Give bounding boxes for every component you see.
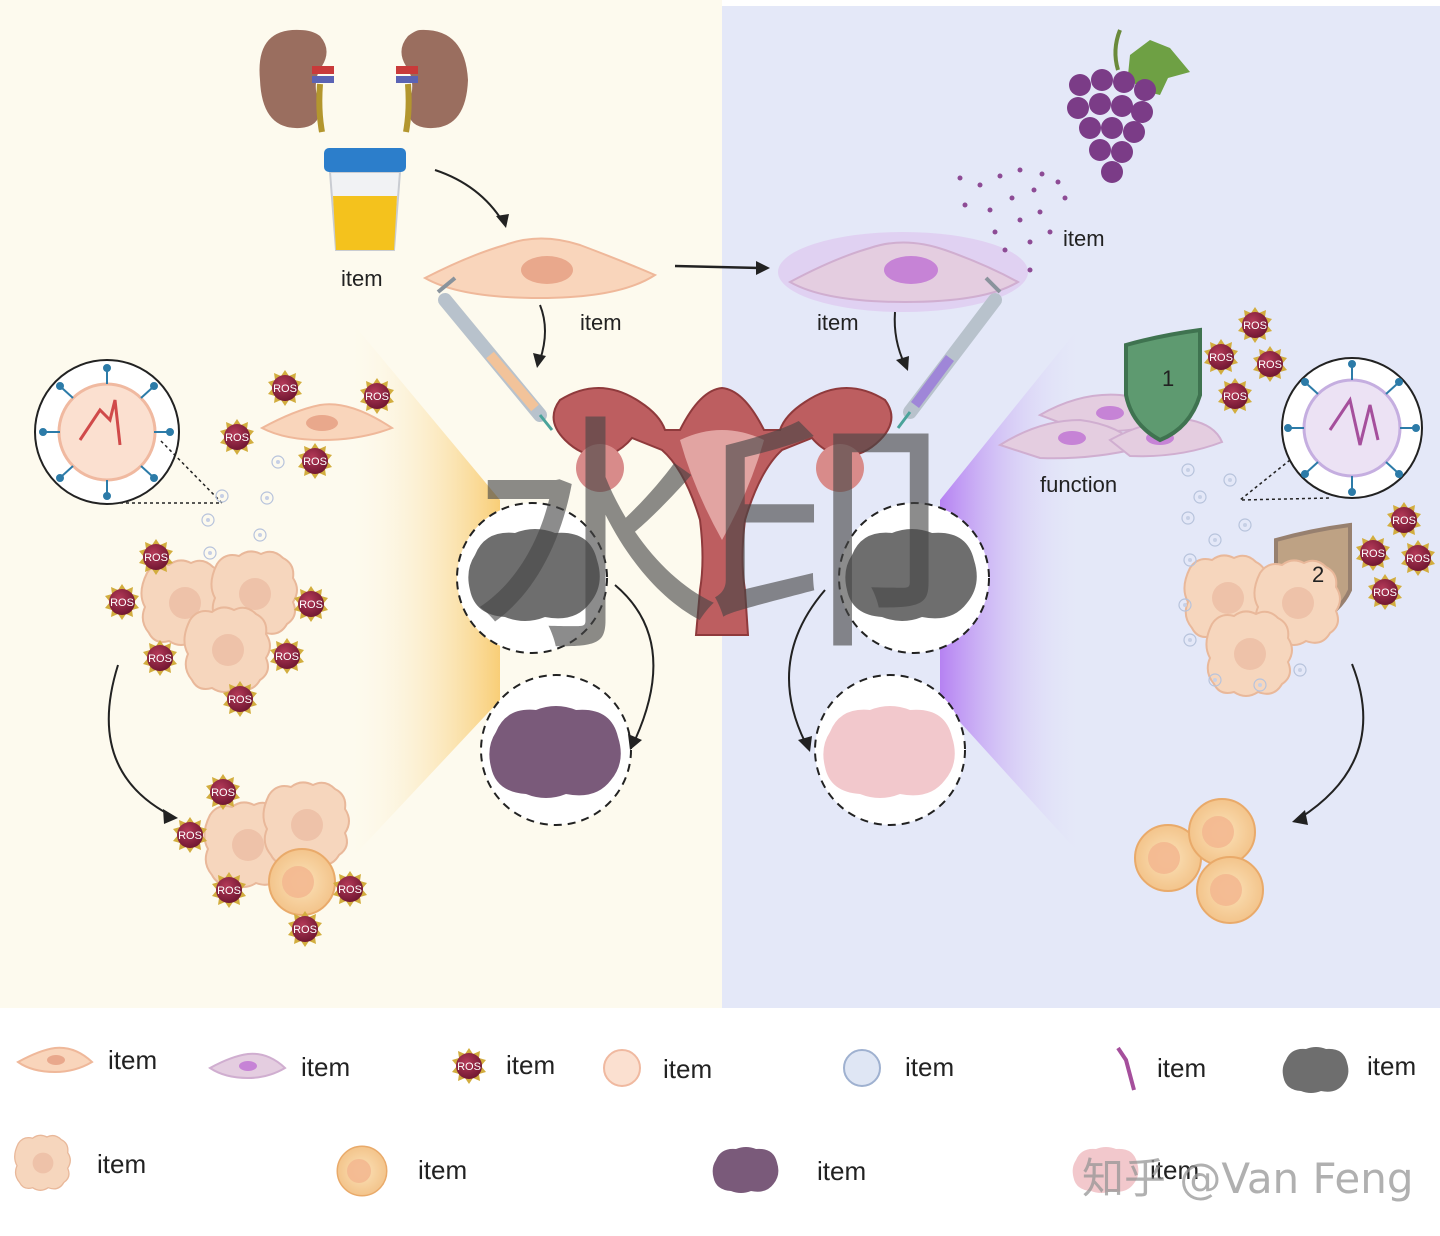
lilac-cell-center <box>778 232 1028 312</box>
urine-label: item <box>341 266 383 291</box>
grape-particles <box>957 167 1068 273</box>
legend-label-7: item <box>1367 1051 1417 1081</box>
arrow-cup-to-cell <box>434 169 504 223</box>
corner-watermark: 知乎 @Van Feng <box>1082 1154 1414 1203</box>
yellow-beam <box>350 320 500 860</box>
legend-label-5: item <box>905 1052 955 1082</box>
legend-label-6: item <box>1157 1053 1207 1083</box>
uterus-icon <box>552 386 893 636</box>
function-label: function <box>1040 472 1118 497</box>
urine-cup-icon <box>324 148 406 251</box>
shield-1-icon <box>1124 327 1202 443</box>
grapes-icon <box>1067 29 1190 183</box>
legend-icons-row2 <box>14 1134 1139 1197</box>
syringe-right <box>896 276 1002 429</box>
legend-label-3: item <box>506 1050 556 1080</box>
right-exosome-zoom <box>1237 357 1423 501</box>
legend-label-11: item <box>1150 1155 1200 1185</box>
syringe-left <box>436 276 554 431</box>
grape-label: item <box>1063 226 1105 251</box>
kidneys-icon <box>259 29 468 133</box>
legend-label-10: item <box>817 1156 867 1186</box>
arrow-left-to-right <box>674 264 761 270</box>
legend-label-8: item <box>97 1149 147 1179</box>
legend-icons-row1 <box>16 1046 1349 1093</box>
shield-1-number: 1 <box>1162 366 1175 391</box>
left-peach-cell <box>259 403 395 442</box>
shield-2-number: 2 <box>1312 562 1325 587</box>
cell-label-left: item <box>580 310 622 335</box>
center-watermark: 水印 <box>470 394 950 685</box>
legend-label-2: item <box>301 1052 351 1082</box>
legend-label-1: item <box>108 1045 158 1075</box>
peach-cell-center <box>422 237 658 300</box>
legend-label-4: item <box>663 1054 713 1084</box>
cell-label-right: item <box>817 310 859 335</box>
legend-label-9: item <box>418 1155 468 1185</box>
left-exosome-zoom <box>34 359 224 505</box>
